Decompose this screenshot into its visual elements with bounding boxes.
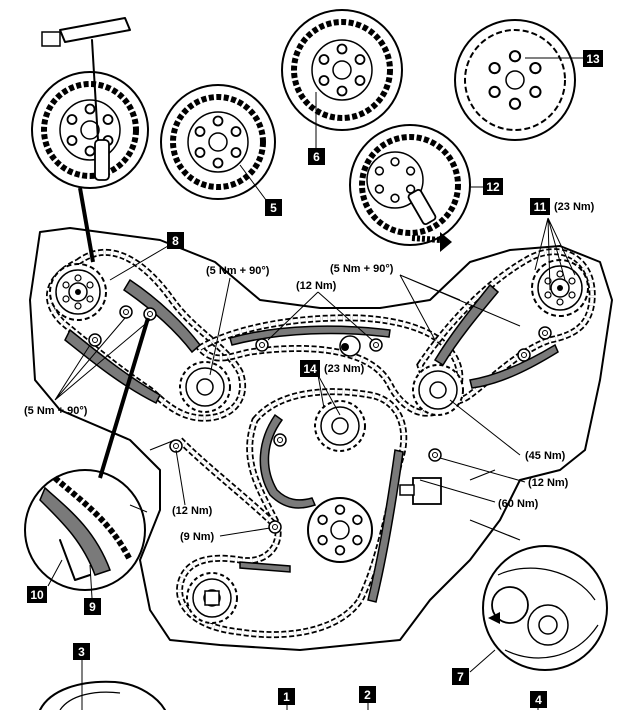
callout-box-3: 3: [73, 643, 90, 660]
right-camshaft-sprocket: [531, 259, 589, 317]
left-tensioner-guide: [64, 328, 161, 405]
svg-text:5: 5: [270, 201, 277, 215]
callout-box-9: 9: [84, 598, 101, 615]
svg-text:4: 4: [535, 693, 542, 707]
detail-bottom-left-leader: [98, 317, 150, 479]
svg-text:2: 2: [364, 688, 371, 702]
lower-main-chain: [176, 388, 408, 639]
torque-label-left-5-90: (5 Nm + 90°): [24, 405, 88, 417]
svg-text:7: 7: [457, 670, 464, 684]
detail-circle-7: [469, 545, 608, 673]
svg-text:10: 10: [30, 588, 44, 602]
torque-label-right-12: (12 Nm): [528, 477, 569, 489]
lower-horizontal-guide: [239, 561, 291, 573]
torque-label-top-12: (12 Nm): [296, 280, 337, 292]
bolt-9nm: [268, 520, 282, 534]
left-intermediate-sprocket: [179, 361, 231, 413]
torque-label-right-5-90: (5 Nm + 90°): [330, 263, 394, 275]
leader-lines: [54, 217, 576, 537]
oil-pump-sprocket: [186, 572, 238, 624]
crankshaft-sprocket: [307, 497, 373, 563]
right-chain-guide: [433, 283, 500, 367]
torque-label-left-12: (12 Nm): [172, 505, 213, 517]
callout-box-13: 13: [583, 50, 603, 67]
bolt-upper-right: [369, 338, 383, 352]
bolt-left-guide-a: [119, 305, 133, 319]
torque-label-right-60: (60 Nm): [498, 498, 539, 510]
upper-chain-guide: [229, 325, 391, 346]
bolt-right-lower: [517, 348, 531, 362]
central-curved-guide: [259, 413, 317, 509]
torque-label-14: (23 Nm): [324, 363, 365, 375]
right-intermediate-sprocket: [412, 364, 464, 416]
svg-text:8: 8: [172, 234, 179, 248]
bolt-center-guide: [273, 433, 287, 447]
svg-text:9: 9: [89, 600, 96, 614]
bolt-left-guide-b: [143, 307, 157, 321]
svg-text:14: 14: [303, 362, 317, 376]
svg-text:6: 6: [313, 150, 320, 164]
svg-text:12: 12: [486, 180, 500, 194]
detail-circle-top-left: [31, 17, 149, 189]
left-vertical-chain: [177, 437, 283, 533]
torque-label-mid-5-90: (5 Nm + 90°): [206, 265, 270, 277]
svg-text:3: 3: [78, 645, 85, 659]
center-idler-sprocket: [314, 400, 366, 452]
callout-box-1: 1: [278, 688, 295, 705]
callout-box-10: 10: [27, 586, 47, 603]
left-cam-chain: [46, 248, 247, 422]
callout-box-7: 7: [452, 668, 469, 685]
detail-circle-13: [454, 19, 583, 141]
detail-circle-5: [160, 84, 276, 201]
bolt-left-tensioner: [88, 333, 102, 347]
upper-idler-chain: [194, 314, 464, 417]
callout-box-5: 5: [265, 199, 282, 216]
tensioner-body: [399, 477, 442, 505]
torque-label-right-45: (45 Nm): [525, 450, 566, 462]
callout-box-4: 4: [530, 691, 547, 708]
detail-circle-6: [281, 9, 403, 148]
callout-box-11: 11: [530, 198, 550, 215]
bolt-right-guide: [538, 326, 552, 340]
torque-label-left-9: (9 Nm): [180, 531, 215, 543]
callout-box-6: 6: [308, 148, 325, 165]
right-lower-guide: [469, 343, 559, 389]
bottom-left-component: [39, 660, 166, 710]
torque-label-11: (23 Nm): [554, 201, 595, 213]
callout-box-12: 12: [483, 178, 503, 195]
detail-top-left-leader: [78, 187, 95, 263]
svg-text:11: 11: [534, 200, 547, 214]
callout-box-8: 8: [167, 232, 184, 249]
svg-text:1: 1: [283, 690, 290, 704]
callout-box-2: 2: [359, 686, 376, 703]
right-vertical-guide: [367, 449, 404, 603]
left-chain-guide: [122, 278, 202, 354]
right-cam-chain: [416, 248, 596, 406]
bolt-upper-left: [255, 338, 269, 352]
left-camshaft-sprocket: [49, 263, 107, 321]
svg-text:13: 13: [586, 52, 600, 66]
detail-circle-12: [349, 124, 483, 252]
engine-block-outline: [29, 227, 613, 651]
bolt-right-12nm: [428, 448, 442, 462]
upper-dowel: [341, 343, 349, 351]
detail-circle-9-10: [24, 469, 148, 599]
callout-box-14: 14: [300, 360, 320, 377]
